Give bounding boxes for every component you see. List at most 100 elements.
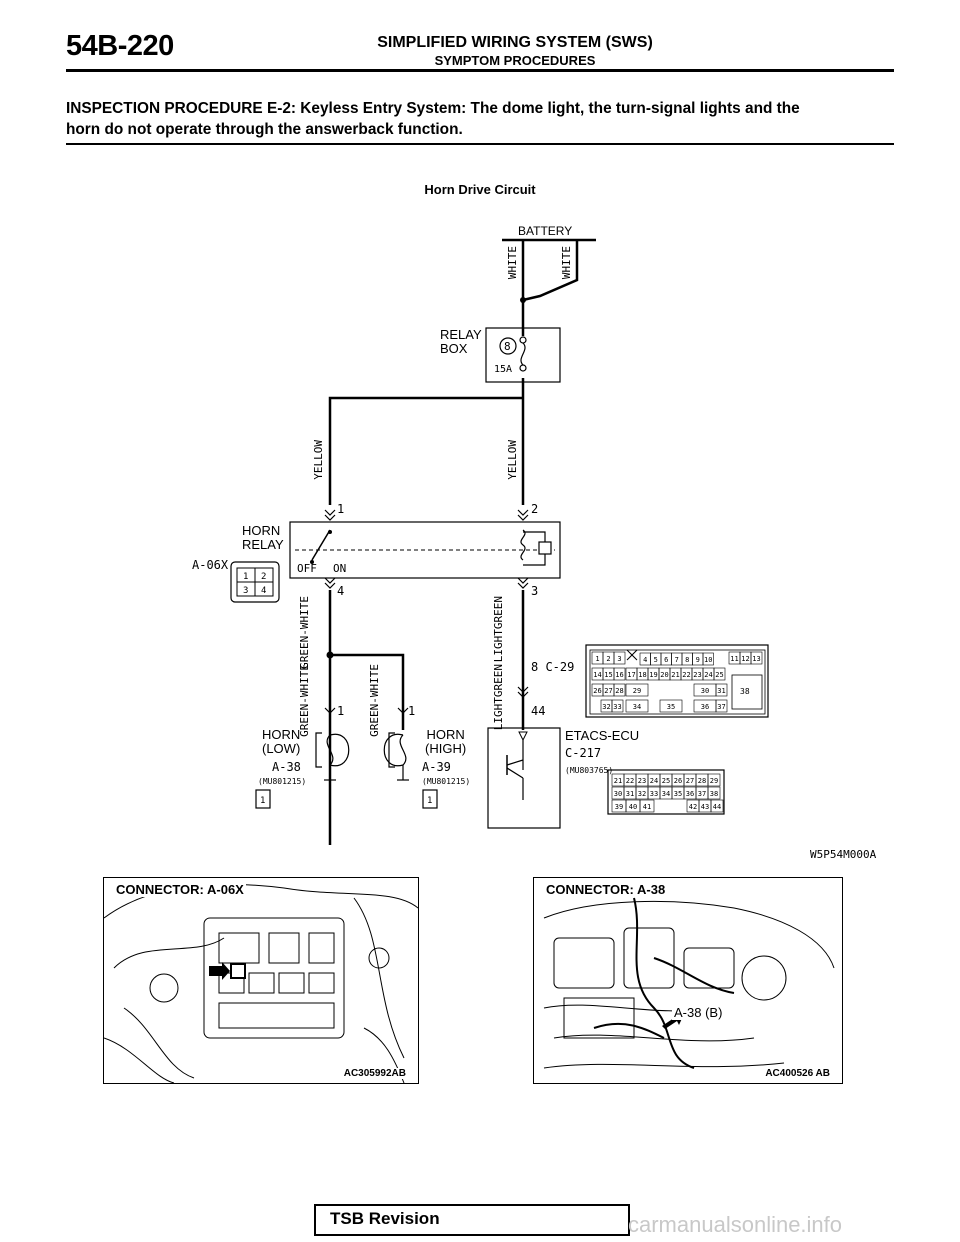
procedure-title-line1: INSPECTION PROCEDURE E-2: Keyless Entry …: [66, 100, 800, 117]
pin-label: 35: [667, 703, 675, 711]
wire-green-white-3-l1: GREEN-: [368, 697, 381, 737]
pin-label: 34: [633, 703, 641, 711]
horn-low-pin-box: 1: [260, 796, 265, 806]
pin-cell: [715, 683, 728, 697]
ecu-name: ETACS-ECU: [565, 728, 640, 743]
wire-light-green-2-l1: LIGHT: [492, 697, 505, 731]
horn-relay-label: HORN RELAY: [242, 524, 284, 552]
pin-label: 37: [698, 790, 706, 798]
photo-right-caption: CONNECTOR: A-38: [544, 882, 668, 897]
pin-label: 40: [629, 803, 637, 811]
connector-c29-label: 8 C-29: [531, 660, 575, 674]
engine-bay-illustration-right: [543, 897, 835, 1069]
horn-high-line2: (HIGH): [425, 741, 467, 756]
wiring-diagram: 8 15A OFF ON 1 2 3 4 1: [230, 238, 769, 845]
pin-label: 35: [674, 790, 682, 798]
pin-cell: [625, 699, 649, 713]
relay-pin-2: 2: [261, 572, 266, 582]
pin-label: 34: [662, 790, 670, 798]
pin-label: 4: [643, 656, 647, 664]
pin-label: 30: [701, 687, 709, 695]
pin-cell: [659, 699, 683, 713]
wire-white-2: WHITE: [560, 246, 573, 280]
wire-green-white-1: GREEN-WHITE: [298, 596, 311, 669]
pin-label: 27: [686, 777, 694, 785]
photo-left-code: AC305992AB: [341, 1068, 408, 1079]
header-rule: [66, 69, 894, 72]
pin-label: 8: [685, 656, 689, 664]
pin-cell: [639, 799, 655, 813]
photo-right-callout: A-38 (B): [672, 1005, 725, 1020]
relay-box-label: RELAY BOX: [440, 328, 482, 356]
horn-high-part: (MU801215): [422, 777, 471, 786]
pin-label: 11: [730, 655, 738, 663]
pin-label: 21: [671, 671, 679, 679]
pin-label: 24: [704, 671, 712, 679]
pin-label: 29: [710, 777, 718, 785]
pin-cell: [613, 683, 626, 697]
pin-label: 36: [686, 790, 694, 798]
pin-cell: [750, 651, 763, 665]
pin-label: 22: [682, 671, 690, 679]
pin-cell: [710, 799, 724, 813]
relay-pin-label-1: 1: [337, 502, 345, 516]
pin-label: 21: [614, 777, 622, 785]
horn-low-part: (MU801215): [258, 777, 307, 786]
pin-cell: [707, 773, 721, 787]
horn-relay-line1: HORN: [242, 523, 281, 538]
pin-label: 23: [638, 777, 646, 785]
pin-label: 15: [604, 671, 612, 679]
wire-light-green-1-l2: GREEN: [492, 596, 505, 630]
pin-label: 27: [604, 687, 612, 695]
watermark: carmanualsonline.info: [628, 1212, 843, 1237]
wire-white-1: WHITE: [506, 246, 519, 280]
pin-label: 28: [615, 687, 623, 695]
tsb-revision: TSB Revision: [330, 1209, 440, 1228]
pin-label: 41: [643, 803, 651, 811]
relay-pin-1: 1: [243, 572, 248, 582]
pin-label: 6: [664, 656, 668, 664]
pin-label: 12: [741, 655, 749, 663]
pin-label: 22: [626, 777, 634, 785]
horn-low-pin-label: 1: [337, 704, 345, 718]
pin-label: 37: [717, 703, 725, 711]
relay-box-line2: BOX: [440, 341, 468, 356]
wire-green-white-3-l2: WHITE: [368, 664, 381, 698]
wire-green-white-2: GREEN-WHITE: [298, 664, 311, 737]
pin-cell: [702, 652, 714, 666]
photo-right-code: AC400526 AB: [763, 1068, 832, 1079]
section-subtitle: SYMPTOM PROCEDURES: [434, 53, 596, 68]
ecu-connector: C-217: [565, 746, 602, 760]
wire-light-green-1-l1: LIGHT: [492, 629, 505, 663]
relay-pin-label-4: 4: [337, 584, 345, 598]
pin-label: 3: [617, 655, 621, 663]
pin-label: 26: [593, 687, 601, 695]
pin-label: 9: [696, 656, 700, 664]
pin-cell: [707, 786, 721, 800]
pin-label: 2: [606, 655, 610, 663]
wire-light-green-2: LIGHTGREEN: [492, 664, 505, 730]
pin-label: 1: [595, 655, 599, 663]
horn-high-connector: A-39: [422, 760, 451, 774]
horn-low-line1: HORN: [262, 727, 301, 742]
diagram-title: Horn Drive Circuit: [424, 182, 536, 197]
relay-on-label: ON: [333, 562, 346, 575]
relay-pin-4: 4: [261, 586, 266, 596]
wire-yellow-2: YELLOW: [506, 440, 519, 480]
relay-box-line1: RELAY: [440, 327, 482, 342]
wire-yellow-1: YELLOW: [312, 440, 325, 480]
relay-pin-3: 3: [243, 586, 248, 596]
wire-light-green-2-l2: GREEN: [492, 664, 505, 698]
pin-label: 38: [710, 790, 718, 798]
horn-high-line1: HORN: [426, 727, 465, 742]
pin-label: 14: [593, 671, 601, 679]
tsb-box: [314, 1204, 630, 1236]
pin-label: 31: [626, 790, 634, 798]
relay-pin-label-2: 2: [531, 502, 539, 516]
pin-cell: [713, 667, 726, 681]
relay-off-label: OFF: [297, 562, 317, 575]
photo-left-caption: CONNECTOR: A-06X: [114, 882, 246, 897]
wire-light-green-1: LIGHTGREEN: [492, 596, 505, 662]
horn-high-pin-box: 1: [427, 796, 432, 806]
pin-label: 19: [649, 671, 657, 679]
